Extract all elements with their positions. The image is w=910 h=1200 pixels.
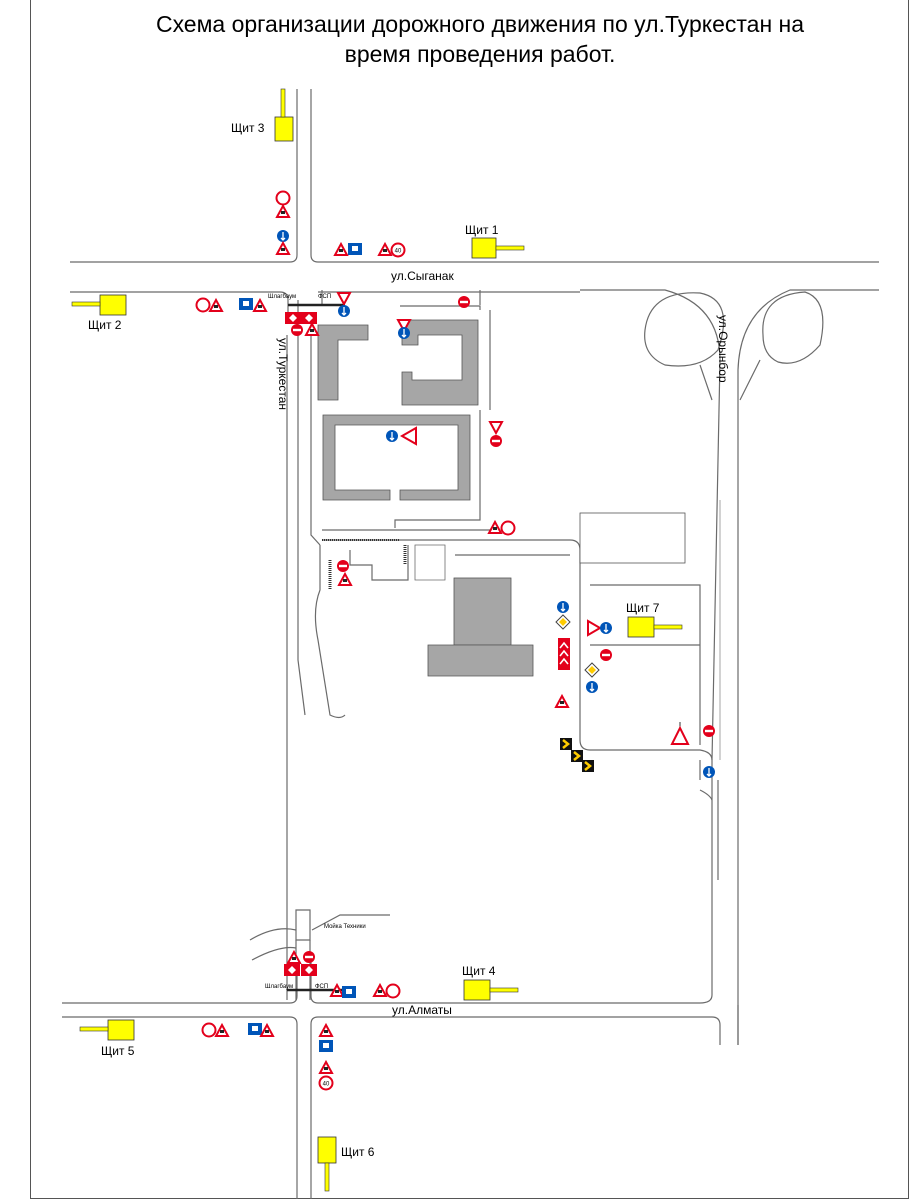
curve-chevron-icon xyxy=(569,748,585,764)
board-3-label: Щит 3 xyxy=(231,121,265,135)
red-chevron-stack-icon xyxy=(558,638,570,670)
fsp-bottom-label: ФСП xyxy=(315,984,328,990)
road-works-icon xyxy=(260,1024,274,1037)
yield-triangle-icon xyxy=(399,426,417,446)
speed-limit-icon xyxy=(500,520,516,536)
information-sign-icon xyxy=(239,298,253,310)
barrier-bottom: Шлагбаум ФСП xyxy=(265,984,342,992)
no-entry-icon xyxy=(291,324,303,336)
board-4-label: Щит 4 xyxy=(462,964,496,978)
speed-limit-40-icon: 40 xyxy=(318,1075,334,1091)
road-works-icon xyxy=(319,1024,333,1037)
road-signs: 40 xyxy=(195,190,716,1091)
direction-icon xyxy=(556,600,570,614)
street-label-almaty: ул.Алматы xyxy=(392,1003,452,1017)
direction-icon xyxy=(397,326,411,340)
road-works-icon xyxy=(378,243,392,256)
building-5 xyxy=(579,512,686,564)
board-6: Щит 6 xyxy=(317,1136,375,1192)
no-entry-icon xyxy=(458,296,470,308)
board-7-label: Щит 7 xyxy=(626,601,660,615)
road-syganak-north-edge-left xyxy=(70,89,298,263)
building-3 xyxy=(322,414,471,501)
building-1 xyxy=(317,324,369,401)
road-works-icon xyxy=(373,984,387,997)
road-works-icon xyxy=(287,951,301,964)
speed-limit-40-icon: 40 xyxy=(390,242,406,258)
road-works-icon xyxy=(555,695,569,708)
direction-icon xyxy=(385,429,399,443)
speed-limit-icon xyxy=(201,1022,217,1038)
street-label-turkestan: ул.Туркестан xyxy=(276,338,290,410)
svg-text:40: 40 xyxy=(323,1082,330,1088)
road-syganak-north-edge-right xyxy=(310,89,879,263)
board-2-label: Щит 2 xyxy=(88,318,122,332)
give-way-icon xyxy=(489,421,503,434)
map-frame xyxy=(30,0,909,1199)
street-label-syganak: ул.Сыганак xyxy=(391,269,454,283)
priority-road-icon xyxy=(584,662,600,678)
fsp-top-label: ФСП xyxy=(318,294,331,300)
barrier-chevron-icon xyxy=(301,312,317,324)
barrier-top: Шлагбаум ФСП xyxy=(268,294,345,307)
direction-icon xyxy=(585,680,599,694)
information-sign-icon xyxy=(248,1023,262,1035)
board-4: Щит 4 xyxy=(462,964,519,1001)
road-works-icon xyxy=(209,299,223,312)
board-1: Щит 1 xyxy=(465,223,525,259)
no-entry-icon xyxy=(337,560,349,572)
road-works-icon xyxy=(319,1061,333,1074)
barrier-chevron-icon xyxy=(284,964,300,976)
board-7: Щит 7 xyxy=(626,601,683,638)
no-entry-icon xyxy=(600,649,612,661)
road-works-icon xyxy=(276,242,290,255)
board-6-label: Щит 6 xyxy=(341,1145,375,1159)
direction-icon xyxy=(599,621,613,635)
road-works-icon xyxy=(338,573,352,586)
barrier-chevron-icon xyxy=(285,312,301,324)
board-1-label: Щит 1 xyxy=(465,223,499,237)
no-entry-icon xyxy=(703,725,715,737)
building-2 xyxy=(401,319,479,406)
curve-chevron-icon xyxy=(558,736,574,752)
buildings xyxy=(317,319,686,677)
road-works-icon xyxy=(305,323,319,336)
road-works-icon xyxy=(334,243,348,256)
information-sign-icon xyxy=(342,986,356,998)
speed-limit-icon xyxy=(275,190,291,206)
road-works-icon xyxy=(488,521,502,534)
no-entry-icon xyxy=(303,951,315,963)
curve-chevron-icon xyxy=(580,758,596,774)
no-entry-icon xyxy=(490,435,502,447)
map-title-line2: время проведения работ. xyxy=(344,41,616,67)
map-title-line1: Схема организации дорожного движения по … xyxy=(155,11,805,37)
road-works-icon xyxy=(215,1024,229,1037)
board-3: Щит 3 xyxy=(231,88,294,142)
building-4-base xyxy=(427,644,534,677)
road-works-icon xyxy=(253,299,267,312)
warning-triangle-icon xyxy=(670,722,690,745)
yield-triangle-icon xyxy=(587,619,602,637)
board-5: Щит 5 xyxy=(79,1019,135,1058)
building-4 xyxy=(453,577,512,646)
give-way-icon xyxy=(337,292,351,305)
direction-icon xyxy=(337,304,351,318)
svg-text:40: 40 xyxy=(395,249,402,255)
speed-limit-icon xyxy=(385,983,401,999)
direction-icon xyxy=(702,765,716,779)
board-2: Щит 2 xyxy=(71,294,127,332)
priority-road-icon xyxy=(555,614,571,630)
board-5-label: Щит 5 xyxy=(101,1044,135,1058)
road-works-icon xyxy=(276,205,290,218)
direction-icon xyxy=(276,229,290,243)
car-wash-label: Мойка Техники xyxy=(324,923,366,930)
information-sign-icon xyxy=(348,243,362,255)
speed-limit-icon xyxy=(195,297,211,313)
barrier-top-label: Шлагбаум xyxy=(268,294,296,300)
barrier-bottom-label: Шлагбаум xyxy=(265,984,293,990)
street-label-orynbor: ул.Орынбор xyxy=(716,315,730,383)
barrier-chevron-icon xyxy=(301,964,317,976)
dead-end-icon xyxy=(319,1040,333,1052)
